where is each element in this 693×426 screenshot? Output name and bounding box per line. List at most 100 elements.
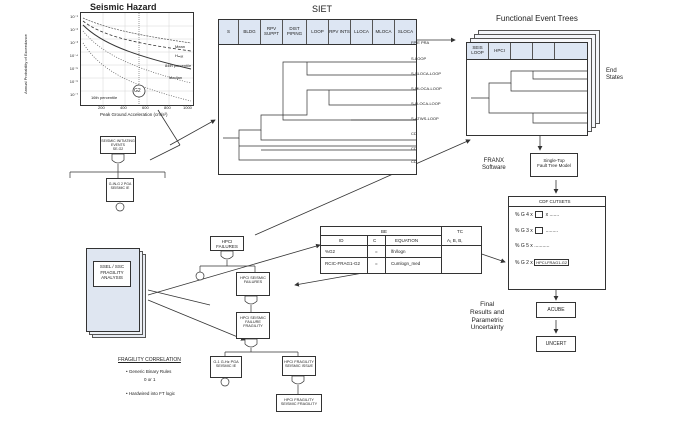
fet-end-states-label: End States <box>606 68 624 82</box>
fragility-item: • Generic Binary Rules <box>126 369 172 374</box>
cutset-row: % G 4 x x ....... <box>515 211 559 218</box>
fragility-item-text: Generic Binary Rules <box>128 369 172 374</box>
be-row-c: = <box>375 261 378 266</box>
cutset-row: % G 2 x HPCI-FRAG1-G2 <box>515 259 570 266</box>
siet-end-state: S-MLOCA-LOOP <box>411 86 442 91</box>
cutset-prefix: % G 3 x <box>515 227 533 234</box>
fet-header-cell <box>533 43 555 59</box>
ft-hpci-seismic-fragility: HPCI SEISMIC FAILURE FRAGILITY <box>236 312 270 339</box>
y-tick: 10⁻⁷ <box>69 92 78 97</box>
siet-branches <box>223 61 416 161</box>
col-id: ID <box>339 238 344 243</box>
cutset-box <box>535 227 544 234</box>
be-header: BE <box>381 229 388 234</box>
be-row-id: RCIC-FRAG1-G2 <box>325 261 361 266</box>
single-top-ft-box: Single-Top Fault Tree Model <box>530 153 578 177</box>
siet-end-state: CD <box>411 131 417 136</box>
cutset-row: % G 5 x ........... <box>515 243 549 249</box>
tc-header: TC <box>457 229 463 234</box>
fet-header-cell <box>511 43 533 59</box>
x-tick: 200 <box>98 105 105 110</box>
be-row-eq: Cumlogn_med <box>391 261 421 266</box>
hazard-x-label: Peak Ground Acceleration (cm/s²) <box>100 112 168 117</box>
siet-header-cell: LOOP <box>307 20 329 44</box>
siet-end-state: S-SLOCA-LOOP <box>411 71 442 76</box>
hazard-curves <box>81 13 193 105</box>
hmax-label: Hₘₐₓ <box>175 53 184 58</box>
siet-header: S BLDG RPV SUPPT DIST PIPING LOOP RPV IN… <box>219 20 416 45</box>
fet-panel: SEIS LOOP HPCI <box>466 42 588 136</box>
ssel-label-box: SSEL / SSC FRAGILITY ANALYSIS <box>93 261 131 287</box>
x-tick: 1000 <box>183 105 192 110</box>
be-row-c: = <box>375 249 378 254</box>
siet-title: SIET <box>312 4 333 14</box>
curve-label-16th: 16th percentile <box>91 95 118 100</box>
cdf-cutsets-title: CDF CUTSETS <box>539 199 571 204</box>
cutset-row: % G 3 x ......... <box>515 227 558 234</box>
cutset-suffix: x ....... <box>545 211 560 218</box>
uncert-box: UNCERT <box>536 336 576 352</box>
siet-header-cell: DIST PIPING <box>283 20 307 44</box>
g2-marker: G2 <box>134 88 141 94</box>
cdf-divider <box>509 206 605 207</box>
ft-hpci-fragility-seismic: HPCI FRAGILITY SEISMIC FRAGILITY <box>276 394 322 412</box>
fragility-item-text: Hardwired into FT logic <box>128 391 176 396</box>
siet-header-cell: S <box>219 20 239 44</box>
ft-hpci-seismic-failures: HPCI SEISMIC FAILURES <box>236 272 270 296</box>
hazard-x-ticks: 200 400 600 800 1000 <box>80 105 192 111</box>
hazard-title: Seismic Hazard <box>90 2 157 12</box>
y-tick: 10⁻¹ <box>70 14 78 19</box>
cutset-suffix: ......... <box>545 227 559 234</box>
g2-pga-node: G-IN-G 2 PGA SEISMIC IE <box>106 178 134 202</box>
siet-end-state: CD <box>411 159 417 164</box>
fet-branches <box>471 70 587 124</box>
fragility-item-values: 0 or 1 <box>144 377 156 382</box>
cutset-event-box: HPCI-FRAG1-G2 <box>534 259 570 266</box>
ft-hpci-failures: HPCI FAILURES <box>210 236 244 251</box>
cutset-prefix: % G 4 x <box>515 211 533 218</box>
be-row-id: %G2 <box>325 249 336 254</box>
fet-header-cell: SEIS LOOP <box>467 43 489 59</box>
cutset-box <box>535 211 544 218</box>
ssel-stack-front: SSEL / SSC FRAGILITY ANALYSIS <box>86 248 140 332</box>
final-results-label: Final Results and Parametric Uncertainty <box>470 301 505 332</box>
be-row-eq: lfn/logn <box>391 249 406 254</box>
fet-title: Functional Event Trees <box>496 14 578 23</box>
be-divider <box>321 257 441 258</box>
be-vdivider <box>385 235 386 273</box>
siet-end-state: S-LLOCA-LOOP <box>411 101 441 106</box>
be-divider <box>321 245 481 246</box>
fragility-correlation-title: FRAGILITY CORRELATION <box>118 357 181 363</box>
siet-header-cell: SLOCA <box>397 28 414 34</box>
cutset-prefix: % G 5 x <box>515 243 533 249</box>
siet-end-state: FPIE PRA <box>411 40 430 45</box>
seismic-ie-id: SE-G2 <box>112 147 124 151</box>
curve-label-84th: 84th percentile <box>165 63 192 68</box>
hazard-plot: Mean 84th percentile Median 16th percent… <box>80 12 194 106</box>
franx-label: FRANX Software <box>482 158 506 172</box>
y-tick: 10⁻³ <box>70 40 78 45</box>
siet-panel: S BLDG RPV SUPPT DIST PIPING LOOP RPV IN… <box>218 19 417 175</box>
seismic-ie-gate: SEISMIC INITIATING EVENTS SE-G2 <box>100 136 136 154</box>
be-divider <box>321 235 441 236</box>
be-table: BE TC A₁ B, B, ID C EQUATION %G2 = lfn/l… <box>320 226 482 274</box>
ft-pga-seismic-ie: G-1 G-Hz PGA SEISMIC IE <box>210 356 242 378</box>
x-tick: 600 <box>142 105 149 110</box>
ft-hpci-fragility-issue: HPCI FRAGILITY SEISMIC ISSUE <box>282 356 316 376</box>
curve-label-mean: Mean <box>175 44 186 49</box>
fet-header-cell: HPCI <box>489 43 511 59</box>
siet-header-cell: RPV INTS <box>329 20 351 44</box>
cdf-cutsets-box: CDF CUTSETS % G 4 x x ....... % G 3 x ..… <box>508 196 606 290</box>
col-c: C <box>373 238 377 243</box>
seismic-ie-label: SEISMIC INITIATING EVENTS <box>101 139 135 147</box>
siet-header-cell: RPV SUPPT <box>261 20 283 44</box>
siet-end-state: CD <box>411 146 417 151</box>
cutset-suffix: ........... <box>534 243 550 249</box>
y-tick: 10⁻² <box>70 27 78 32</box>
fragility-item: • Hardwired into FT logic <box>126 391 176 396</box>
siet-header-cell: BLDG <box>239 20 261 44</box>
x-tick: 800 <box>164 105 171 110</box>
